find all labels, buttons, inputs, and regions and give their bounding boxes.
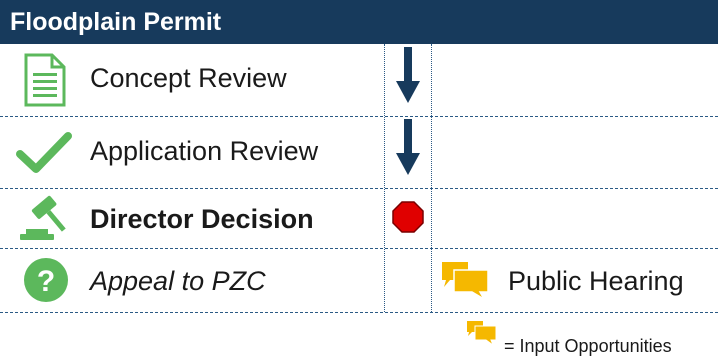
column-divider [384, 44, 385, 312]
question-icon: ? [24, 258, 68, 302]
arrow-down-icon [396, 47, 420, 103]
gavel-icon [20, 195, 66, 240]
row-divider [0, 312, 718, 313]
row-divider [0, 116, 718, 117]
checkmark-icon [16, 132, 72, 173]
stop-octagon-icon [392, 201, 424, 233]
step-row-application-review: Application Review [0, 116, 718, 188]
row-divider [0, 188, 718, 189]
speech-bubbles-icon [442, 262, 489, 300]
svg-text:?: ? [37, 265, 55, 298]
row-divider [0, 248, 718, 249]
document-icon [24, 53, 66, 107]
legend-text: = Input Opportunities [504, 336, 672, 356]
column-divider [431, 44, 432, 312]
step-label: Appeal to PZC [90, 266, 266, 296]
step-label: Concept Review [90, 63, 287, 93]
speech-bubbles-icon [467, 321, 497, 346]
step-row-director-decision: Director Decision [0, 188, 718, 248]
arrow-down-icon [396, 119, 420, 175]
page-title: Floodplain Permit [10, 8, 222, 36]
step-row-concept-review: Concept Review [0, 44, 718, 116]
header-bar: Floodplain Permit [0, 0, 718, 44]
step-label: Application Review [90, 136, 319, 166]
step-label: Director Decision [90, 204, 314, 234]
input-opportunity-label: Public Hearing [508, 266, 684, 296]
step-row-appeal: ? Appeal to PZC Public Hearing [0, 248, 718, 312]
